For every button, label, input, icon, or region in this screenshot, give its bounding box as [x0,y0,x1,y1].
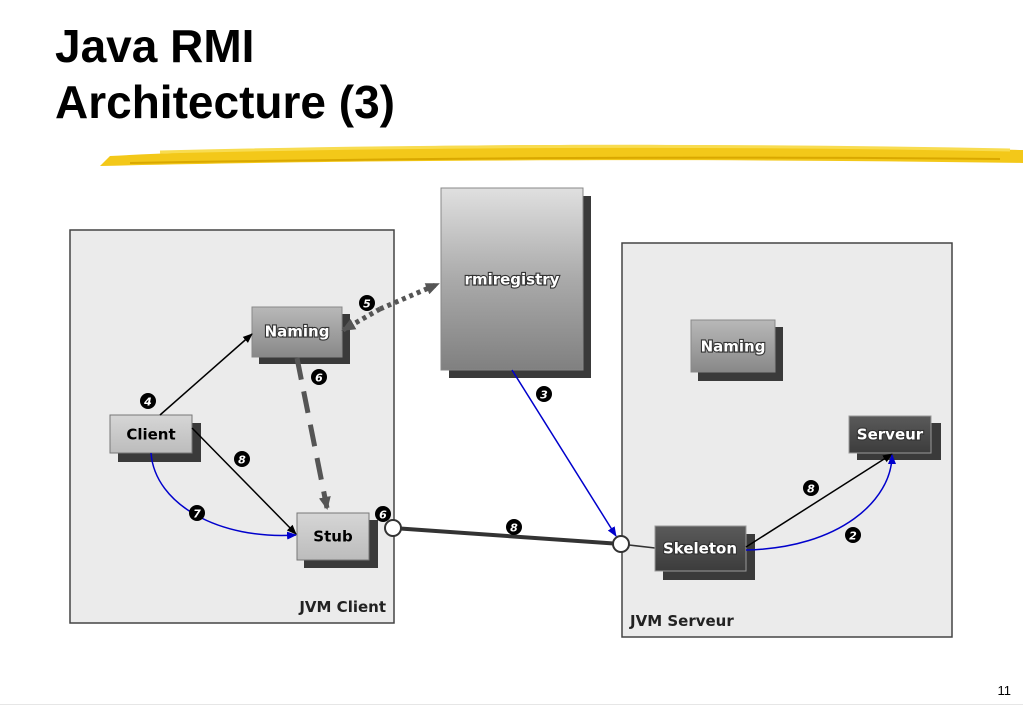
svg-text:7: 7 [193,508,201,521]
step5-arrow-to-naming [341,306,382,333]
skeleton-label: Skeleton [663,540,737,558]
step8-server-arrow [745,453,893,548]
title-highlighter [100,144,1023,166]
client-node: Client [109,414,201,462]
step-marker-5: 5 [359,295,375,311]
step-marker-3: 3 [536,386,552,402]
step-marker-7: 7 [189,505,205,521]
step4-arrow [159,333,253,416]
naming-client-label: Naming [265,323,330,341]
naming-server-node: Naming [690,319,783,381]
jvm-client-label: JVM Client [298,598,386,616]
rmiregistry-label: rmiregistry [465,271,560,289]
naming-client-node: Naming [251,306,350,364]
step-marker-8-client: 8 [234,451,250,467]
naming-server-label: Naming [701,338,766,356]
stub-label: Stub [313,528,353,546]
step-marker-8-server: 8 [803,480,819,496]
footer-divider [0,704,1023,705]
svg-text:5: 5 [363,298,371,311]
stub-node: Stub [296,512,378,568]
stub-port [384,519,402,537]
svg-text:6: 6 [315,372,323,385]
slide-title: Java RMI Architecture (3) [55,18,395,130]
skeleton-port [612,535,630,553]
step3-arrow [511,369,617,537]
stub-skeleton-link [392,526,622,546]
step5-arrow-to-registry [379,281,440,312]
rmiregistry-node: rmiregistry [440,187,591,378]
step-marker-2: 2 [845,527,861,543]
svg-text:4: 4 [143,396,152,409]
page-number: 11 [997,683,1012,698]
svg-text:6: 6 [379,509,387,522]
serveur-node: Serveur [848,415,941,460]
svg-text:8: 8 [238,454,246,467]
title-line-1: Java RMI [55,20,255,72]
step-marker-4: 4 [140,393,156,409]
jvm-server-label: JVM Serveur [629,612,734,630]
step8-client-arrow [191,427,297,535]
svg-text:8: 8 [807,483,815,496]
step-marker-6-stub: 6 [375,506,391,522]
svg-text:8: 8 [510,522,518,535]
svg-text:2: 2 [849,530,857,543]
skeleton-connector [628,544,656,549]
step2-arrow [745,454,896,551]
svg-text:3: 3 [540,389,548,402]
step-marker-8-link: 8 [506,519,522,535]
serveur-label: Serveur [857,426,924,444]
title-line-2: Architecture (3) [55,76,395,128]
step6-dashed-arrow [294,357,331,510]
skeleton-node: Skeleton [654,525,755,580]
client-label: Client [126,426,175,444]
step-marker-6-naming: 6 [311,369,327,385]
